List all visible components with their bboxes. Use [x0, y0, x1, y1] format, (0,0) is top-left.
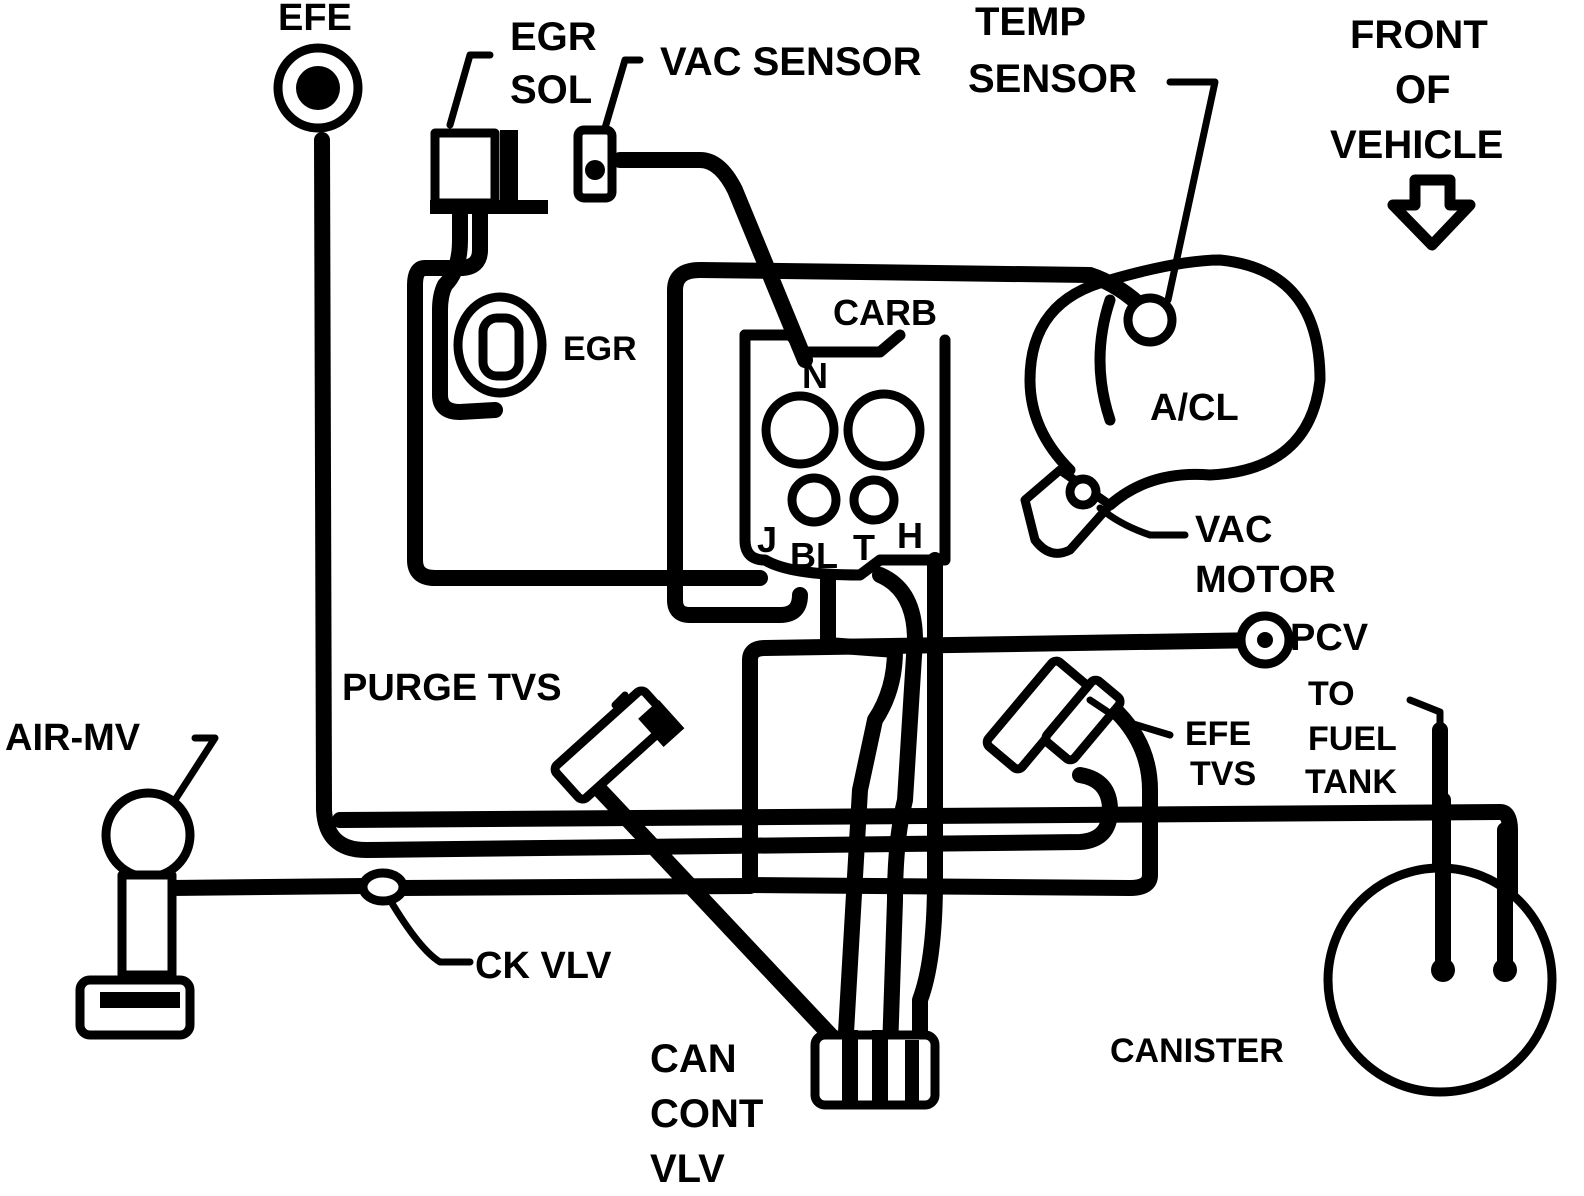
purge-tvs-label: PURGE TVS [342, 667, 562, 709]
efe-label: EFE [278, 0, 352, 39]
port-t-label: T [853, 527, 875, 568]
egr-sol-hose [407, 207, 768, 586]
ck-vlv-leader [386, 896, 474, 966]
purge-tvs-leader [611, 691, 629, 709]
vac-motor-label-line2: MOTOR [1195, 559, 1336, 601]
purge-tvs-cap [638, 700, 685, 747]
vac-motor-port [1065, 474, 1101, 510]
egr-valve [453, 292, 547, 398]
efe-hose [314, 132, 1118, 858]
efe-tvs [982, 656, 1125, 774]
pcv-label: PCV [1290, 617, 1369, 659]
purge-tvs-hose [592, 782, 843, 1048]
vac-sensor-hose [612, 152, 813, 368]
carb-primary-bore-left [761, 391, 839, 469]
down-arrow-icon [1387, 174, 1476, 251]
carb-h-hose [912, 552, 943, 1068]
egr-solenoid [430, 128, 548, 214]
air-mv-head [101, 788, 195, 882]
purge-tvs [550, 686, 685, 804]
lower-loop-hose [742, 632, 1273, 893]
check-valve [358, 868, 408, 906]
leader-lines [171, 51, 1444, 966]
air-mv-base-band [100, 992, 180, 1008]
air-mv-label: AIR-MV [5, 717, 141, 759]
air-mv-leader [171, 734, 219, 804]
pcv-valve-inner [1257, 632, 1273, 648]
egr-sol-leader [446, 51, 494, 129]
temp-sensor-label-line1: TEMP [975, 0, 1086, 44]
vac-sensor [573, 125, 617, 203]
egr-label: EGR [563, 330, 637, 368]
vac-sensor-leader [601, 56, 644, 132]
air-mv-stem [117, 870, 177, 980]
efe-valve-inner [296, 66, 340, 110]
carb-body [739, 329, 951, 581]
efe-tvs-label-line2: TVS [1190, 755, 1256, 793]
port-j-label: J [757, 519, 777, 560]
can-cont-vlv-port-3 [905, 1040, 919, 1102]
acl-label: A/CL [1150, 387, 1239, 429]
carb-primary-bore-right [843, 389, 925, 471]
temp-sensor-port [1123, 293, 1177, 347]
can-cont-vlv-port-2 [872, 1030, 888, 1108]
canister [1323, 792, 1557, 1097]
labels: EFE EGR SOL VAC SENSOR TEMP SENSOR FRONT… [5, 0, 1503, 1191]
efe-tvs-label-line1: EFE [1185, 715, 1251, 753]
air-management-valve [75, 788, 195, 1040]
efe-tvs-body-b [1041, 675, 1125, 765]
vac-motor-leader [1096, 504, 1189, 539]
front-label-line1: FRONT [1350, 13, 1488, 57]
egr-sol-body [430, 128, 500, 208]
port-n-label: N [802, 355, 828, 396]
temp-sensor-leader [1164, 78, 1219, 304]
fuel-tank-label-line1: TO [1308, 675, 1355, 713]
vac-motor-label-line1: VAC [1195, 509, 1272, 551]
efe-tvs-leader [1086, 696, 1174, 739]
canister-control-valve [810, 1030, 940, 1110]
carb-secondary-bore-right [849, 475, 899, 525]
can-cont-vlv-label-line2: CONT [650, 1092, 763, 1136]
egr-valve-inner [478, 313, 524, 381]
can-cont-vlv-label-line3: VLV [650, 1147, 725, 1191]
carb-label: CARB [833, 292, 937, 333]
carburetor [739, 329, 951, 581]
carb-top-edge [739, 329, 906, 358]
can-cont-vlv-label-line1: CAN [650, 1037, 737, 1081]
egr-valve-hose [432, 207, 503, 420]
port-h-label: H [897, 515, 923, 556]
egr-sol-base [430, 200, 548, 214]
front-label-line3: VEHICLE [1330, 123, 1503, 167]
ck-vlv-label: CK VLV [475, 945, 612, 987]
egr-sol-side [500, 130, 518, 206]
port-bl-label: BL [790, 535, 838, 576]
vac-sensor-port [585, 160, 605, 180]
temp-sensor-label-line2: SENSOR [968, 57, 1137, 101]
pcv-valve [1236, 611, 1294, 669]
air-cleaner-snorkel [1094, 294, 1116, 426]
ck-vlv-body [358, 868, 408, 906]
air-mv-hose [162, 878, 373, 896]
air-cleaner [1020, 254, 1326, 558]
vac-sensor-label: VAC SENSOR [660, 40, 922, 84]
egr-sol-label-line1: EGR [510, 15, 597, 59]
fuel-tank-label-line2: FUEL [1308, 720, 1397, 758]
front-label-line2: OF [1395, 68, 1451, 112]
fuel-tank-leader [1406, 696, 1444, 744]
carb-t-hose [872, 567, 923, 1058]
carb-secondary-bore-left [787, 473, 841, 527]
egr-sol-label-line2: SOL [510, 68, 592, 112]
carb-bl-hose [820, 572, 903, 1058]
air-cleaner-housing [1024, 254, 1326, 511]
vacuum-hoses [162, 132, 1518, 1068]
efe-tvs-loop-hose [742, 682, 1158, 896]
canister-label: CANISTER [1110, 1032, 1284, 1070]
fuel-tank-label-line3: TANK [1305, 763, 1397, 801]
efe-valve [273, 43, 363, 133]
can-cont-vlv-port-1 [842, 1030, 858, 1108]
